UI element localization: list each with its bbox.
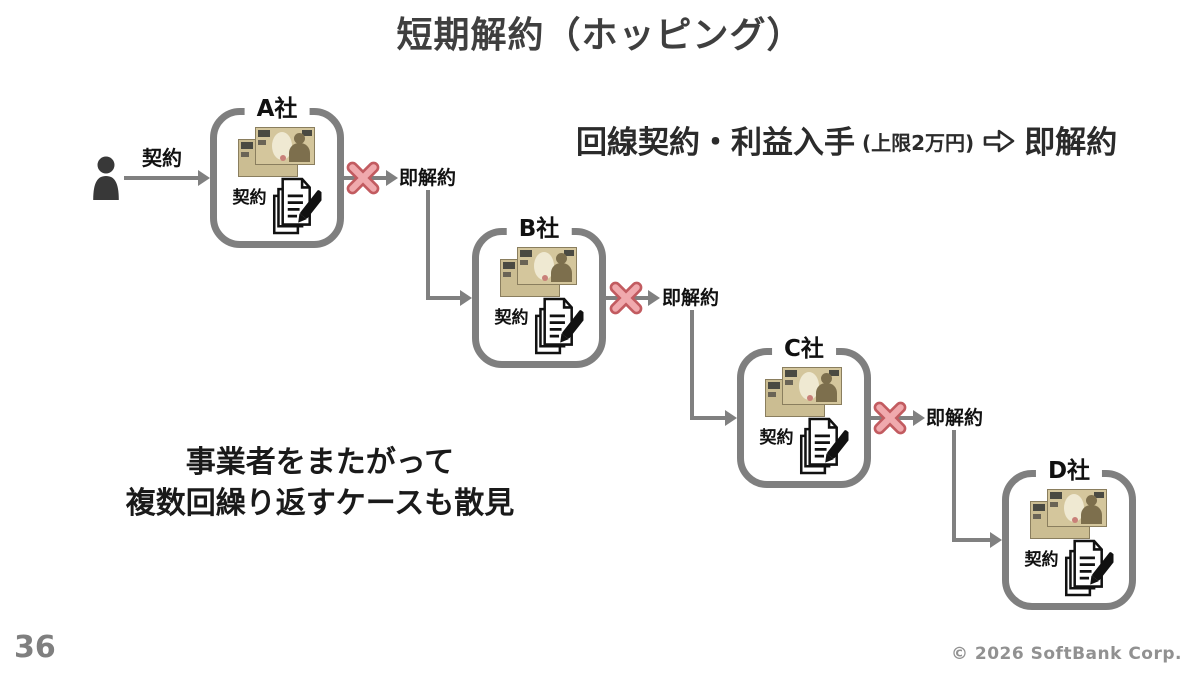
- contract-label: 契約: [759, 428, 794, 448]
- headline-result: 即解約: [1024, 124, 1118, 161]
- person-icon: [93, 156, 119, 200]
- connector-b-c-horizontal: [690, 416, 725, 420]
- side-note-line2: 複数回繰り返すケースも散見: [125, 486, 515, 521]
- contract-document-icon: [799, 417, 849, 475]
- page-number: 36: [14, 630, 56, 665]
- rightwards-open-arrow-icon: [983, 129, 1015, 153]
- arrow-person-to-a: [124, 176, 198, 180]
- company-box-b: B社 契約: [472, 215, 606, 368]
- arrowhead-a-cancel: [386, 170, 398, 186]
- contract-doc-row: 契約: [760, 415, 849, 477]
- connector-a-b-vertical: [426, 190, 430, 298]
- banknote-front: [517, 247, 577, 285]
- arrowhead-a-b: [460, 290, 472, 306]
- company-a-title: A社: [244, 95, 310, 123]
- contract-document-icon: [1064, 539, 1114, 597]
- arrowhead-b-c: [725, 410, 737, 426]
- banknotes-icon: [238, 127, 316, 179]
- contract-doc-row: 契約: [1025, 537, 1114, 599]
- banknotes-icon: [765, 367, 843, 419]
- connector-c-d-horizontal: [952, 538, 990, 542]
- arrowhead-b-cancel: [648, 290, 660, 306]
- arrowhead-person-to-a: [198, 170, 210, 186]
- company-box-d: D社 契約: [1002, 457, 1136, 610]
- headline-sub: (上限2万円): [862, 130, 975, 155]
- connector-a-b-horizontal: [426, 296, 460, 300]
- contract-doc-row: 契約: [495, 295, 584, 357]
- cancel-label-c: 即解約: [926, 407, 984, 429]
- banknotes-icon: [500, 247, 578, 299]
- contract-document-icon: [534, 297, 584, 355]
- contract-label: 契約: [232, 188, 267, 208]
- arrowhead-c-cancel: [913, 410, 925, 426]
- cross-icon-b: [609, 281, 643, 315]
- copyright-text: © 2026 SoftBank Corp.: [950, 644, 1182, 664]
- banknote-front: [255, 127, 315, 165]
- company-d-title: D社: [1035, 457, 1103, 485]
- cancel-label-b: 即解約: [662, 287, 720, 309]
- company-box-a: A社 契約: [210, 95, 344, 248]
- cross-icon-a: [346, 161, 380, 195]
- company-box-c: C社 契約: [737, 335, 871, 488]
- contract-document-icon: [272, 177, 322, 235]
- banknotes-icon: [1030, 489, 1108, 541]
- arrowhead-c-d: [990, 532, 1002, 548]
- banknote-front: [1047, 489, 1107, 527]
- cancel-label-a: 即解約: [399, 167, 457, 189]
- connector-b-c-vertical: [690, 310, 694, 418]
- contract-label: 契約: [1024, 550, 1059, 570]
- headline: 回線契約・利益入手 (上限2万円) 即解約: [576, 114, 1136, 164]
- contract-doc-row: 契約: [233, 175, 322, 237]
- headline-main: 回線契約・利益入手: [576, 124, 855, 161]
- company-c-title: C社: [772, 335, 836, 363]
- actor-contract-label: 契約: [142, 146, 182, 170]
- slide-title: 短期解約（ホッピング）: [396, 15, 804, 56]
- side-note: 事業者をまたがって 複数回繰り返すケースも散見: [80, 442, 560, 524]
- banknote-front: [782, 367, 842, 405]
- side-note-line1: 事業者をまたがって: [185, 445, 455, 480]
- contract-label: 契約: [494, 308, 529, 328]
- connector-c-d-vertical: [952, 430, 956, 540]
- cross-icon-c: [873, 401, 907, 435]
- company-b-title: B社: [506, 215, 572, 243]
